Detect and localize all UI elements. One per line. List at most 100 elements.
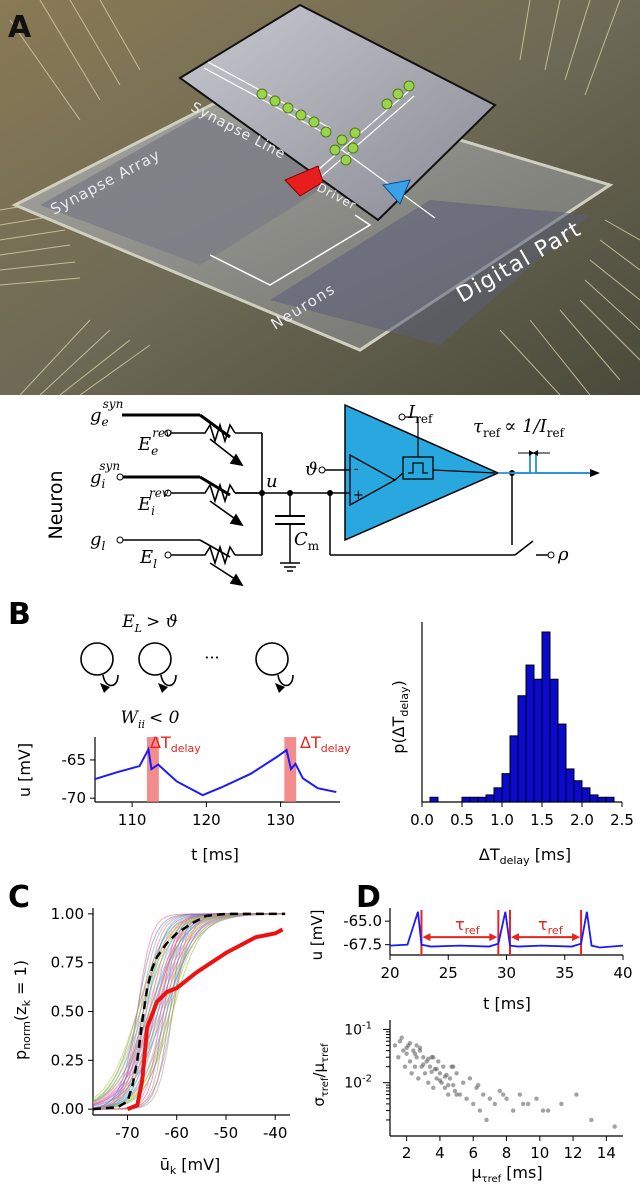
d-bottom-xtick-label: 10 <box>530 1144 549 1162</box>
label-i-ref: Iref <box>407 402 434 426</box>
digital-part-region <box>270 200 590 345</box>
c-individual-curve <box>92 913 286 1110</box>
d-scatter-point <box>414 1055 419 1060</box>
d-scatter-point <box>492 1101 498 1107</box>
driver-triangle-red <box>284 165 324 197</box>
d-tau-label-2: τref <box>538 915 564 937</box>
hist-ylabel: p(ΔTdelay) <box>389 680 411 753</box>
d-scatter-point <box>392 1043 398 1048</box>
d-top-trace <box>389 911 624 949</box>
d-top-ytick-label: -67.5 <box>343 936 382 954</box>
d-scatter-point <box>612 1124 617 1129</box>
d-scatter-point <box>437 1078 443 1083</box>
label-e-e: Eerev <box>137 426 172 458</box>
label-c-m: Cm <box>294 529 320 553</box>
hist-bar <box>517 695 527 803</box>
d-scatter-point <box>520 1101 526 1107</box>
hist-xlabel: ΔTdelay[ms] <box>479 845 571 867</box>
d-scatter-point <box>437 1071 443 1076</box>
d-scatter-point <box>510 1108 516 1113</box>
circuit-diagram: Neuron - + <box>45 397 600 587</box>
hist-bar <box>509 735 519 803</box>
c-individual-curve <box>92 913 286 1099</box>
trace-axes <box>94 737 340 803</box>
d-scatter-point <box>500 1092 506 1097</box>
d-scatter-point <box>525 1101 531 1107</box>
d-scatter-point <box>436 1059 441 1064</box>
d-scatter-point <box>446 1092 451 1097</box>
hist-bar <box>501 773 511 803</box>
label-e-i: Eirev <box>137 486 169 518</box>
neurons-bracket <box>209 214 372 286</box>
c-individual-curve <box>92 913 286 1109</box>
hist-bar <box>581 787 591 803</box>
d-bottom-xtick-label: 4 <box>435 1144 445 1162</box>
c-individual-curve <box>92 913 286 1109</box>
d-scatter-point <box>457 1092 463 1097</box>
c-main-curves <box>92 912 286 1112</box>
hist-bar <box>573 780 583 803</box>
c-individual-curve <box>92 913 286 1109</box>
d-top-xtick-label: 40 <box>613 964 632 982</box>
d-scatter-point <box>404 1051 409 1056</box>
hist-xtick-label: 2.0 <box>570 811 594 829</box>
circuit-side-label: Neuron <box>45 470 67 539</box>
c-ticks: -70-60-50-400.000.250.500.751.00 <box>51 905 288 1142</box>
c-individual-curve <box>92 913 286 1109</box>
d-top-xtick-label: 35 <box>555 964 574 982</box>
d-scatter-point <box>442 1085 448 1091</box>
c-ytick-label: 0.25 <box>51 1051 84 1069</box>
inhibitory-arrowheads <box>100 683 285 693</box>
d-scatter-point <box>412 1064 418 1069</box>
hist-bar <box>605 796 615 803</box>
label-e-l: El <box>139 547 157 571</box>
d-scatter-point <box>407 1041 413 1046</box>
chip-photo-drawing: Synapse Array Synapse Line Driver Neuron… <box>0 0 640 395</box>
d-scatter-point <box>399 1035 404 1040</box>
d-bottom-xtick-label: 14 <box>597 1144 616 1162</box>
c-mean-curve <box>92 912 286 1111</box>
trace-xlabel: t [ms] <box>191 845 239 864</box>
trace-xtick-label: 130 <box>266 811 295 829</box>
ellipsis: ··· <box>204 648 219 667</box>
neuron-node <box>255 642 289 676</box>
d-scatter-point <box>407 1059 413 1064</box>
d-scatter-point <box>429 1069 434 1075</box>
trace-plot <box>94 746 337 797</box>
condition-el-theta: EL> ϑ <box>121 612 178 635</box>
label-u: u <box>266 471 278 492</box>
d-top-xtick-label: 20 <box>380 964 399 982</box>
hist-bar <box>589 794 599 803</box>
d-top-xtick-label: 25 <box>439 964 458 982</box>
delay-label-2: ΔTdelay <box>300 733 351 755</box>
c-individual-curves <box>92 913 286 1110</box>
comparator-triangle <box>349 453 397 507</box>
hist-bar <box>461 796 471 803</box>
d-scatter-point <box>446 1082 451 1088</box>
hist-bar <box>541 631 551 803</box>
d-scatter-point <box>559 1101 564 1107</box>
c-ytick-label: 0.75 <box>51 954 84 972</box>
d-scatter-point <box>414 1043 419 1048</box>
d-bottom-xtick-label: 2 <box>402 1144 412 1162</box>
c-ylabel: pnorm(zk = 1) <box>11 960 33 1060</box>
hist-bar <box>549 678 559 803</box>
c-individual-curve <box>92 913 286 1110</box>
d-bottom-ytick-label: 10-1 <box>344 1020 372 1038</box>
panel-c-activation: -70-60-50-400.000.250.500.751.00 ūk[mV] … <box>11 905 290 1177</box>
hist-bar <box>565 768 575 803</box>
d-scatter-point <box>454 1092 459 1097</box>
d-scatter-point <box>401 1048 406 1053</box>
d-tau-label-1: τref <box>455 915 481 937</box>
hist-bar <box>485 794 495 803</box>
d-scatter-point <box>442 1074 448 1079</box>
d-scatter-point <box>467 1076 473 1081</box>
d-scatter-point <box>422 1071 428 1076</box>
d-top-ylabel: u [mV] <box>310 910 326 961</box>
d-top-xtick-label: 30 <box>497 964 516 982</box>
d-scatter-point <box>434 1076 439 1081</box>
d-scatter-point <box>517 1092 523 1097</box>
